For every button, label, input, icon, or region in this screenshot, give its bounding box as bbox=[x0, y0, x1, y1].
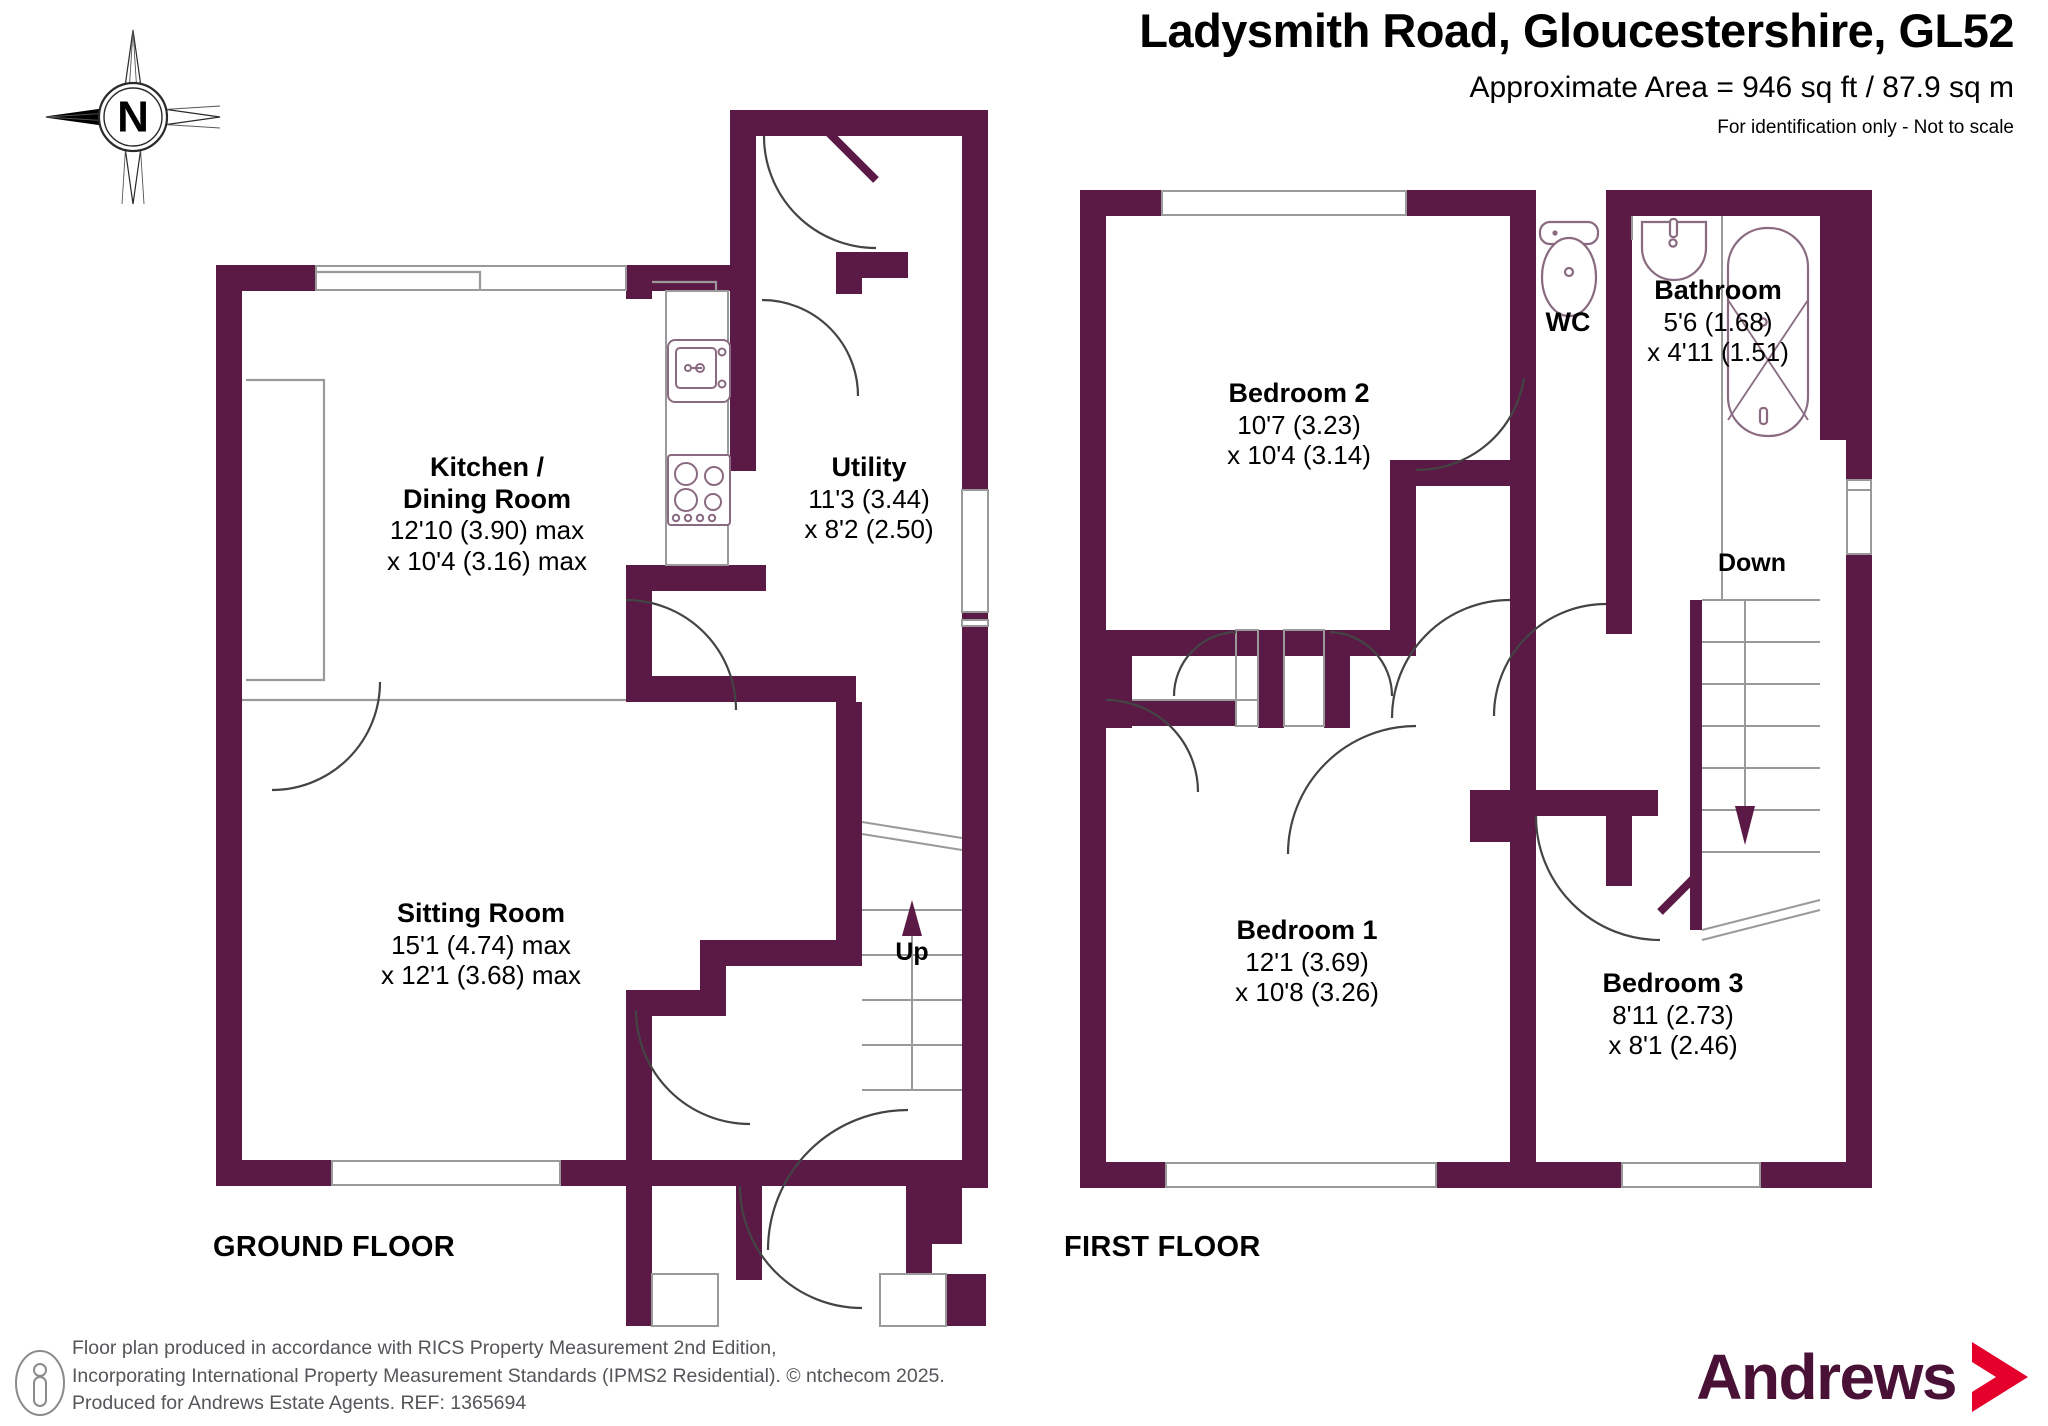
stairs-up-arrow bbox=[902, 900, 922, 936]
first-floor-windows bbox=[1161, 190, 1872, 1188]
ground-floor-walls bbox=[216, 110, 988, 1326]
ground-floor-door-arcs bbox=[271, 118, 909, 1310]
first-floor-caption: FIRST FLOOR bbox=[1064, 1231, 1261, 1263]
kitchen-name-line2: Dining Room bbox=[403, 483, 571, 514]
utility-dim-line1: 11'3 (3.44) bbox=[808, 483, 930, 514]
page-title: Ladysmith Road, Gloucestershire, GL52 bbox=[1139, 4, 2014, 57]
door-arc-kitchen bbox=[625, 598, 738, 711]
room-label-bedroom-2: Bedroom 2 10'7 (3.23) x 10'4 (3.14) bbox=[1227, 378, 1371, 470]
oven-icon bbox=[667, 339, 731, 403]
kitchen-dim-line1: 12'10 (3.90) max bbox=[389, 515, 585, 546]
footer-disclaimer: Floor plan produced in accordance with R… bbox=[72, 1335, 945, 1418]
header: Ladysmith Road, Gloucestershire, GL52 Ap… bbox=[1004, 0, 2014, 139]
door-arc-bedroom2 bbox=[1415, 377, 1526, 472]
footer-line-2: Incorporating International Property Mea… bbox=[72, 1364, 945, 1387]
bedroom2-name: Bedroom 2 bbox=[1228, 378, 1370, 408]
window-bedroom3-south bbox=[1621, 1162, 1761, 1188]
bedroom3-dim-line2: x 8'1 (2.46) bbox=[1608, 1029, 1738, 1060]
room-label-sitting-room: Sitting Room 15'1 (4.74) max x 12'1 (3.6… bbox=[381, 898, 581, 990]
compass-rose-icon: N bbox=[45, 29, 221, 205]
hob-icon bbox=[667, 454, 731, 526]
staircase-down bbox=[1690, 599, 1821, 941]
sitting-room-dim-line2: x 12'1 (3.68) max bbox=[380, 959, 582, 990]
andrews-logo-text: Andrews bbox=[1696, 1341, 1957, 1413]
room-label-bedroom-3: Bedroom 3 8'11 (2.73) x 8'1 (2.46) bbox=[1602, 968, 1743, 1060]
footer-line-3: Produced for Andrews Estate Agents. REF:… bbox=[72, 1392, 527, 1415]
room-label-bathroom: Bathroom 5'6 (1.68) x 4'11 (1.51) bbox=[1647, 275, 1789, 367]
door-arc-porch-inner bbox=[766, 1108, 909, 1251]
wc-name: WC bbox=[1545, 307, 1591, 337]
utility-name: Utility bbox=[831, 452, 907, 482]
window-utility-east bbox=[961, 489, 989, 613]
stairs-down-label: Down bbox=[1717, 549, 1787, 577]
ground-floor-plan bbox=[216, 110, 989, 1327]
window-landing-east bbox=[1846, 489, 1872, 555]
bedroom3-name: Bedroom 3 bbox=[1602, 968, 1744, 998]
door-arc-front bbox=[738, 1185, 863, 1310]
bedroom2-dim-line1: 10'7 (3.23) bbox=[1237, 409, 1361, 440]
landing-cupboard bbox=[1132, 629, 1325, 727]
ground-floor-windows bbox=[315, 265, 989, 1327]
door-arc-cupboard-left bbox=[1172, 630, 1237, 697]
door-arc-landing-left bbox=[1105, 698, 1200, 793]
toilet-icon bbox=[1538, 220, 1600, 318]
bedroom3-dim-line1: 8'11 (2.73) bbox=[1612, 999, 1734, 1030]
first-floor-walls bbox=[1080, 190, 1872, 1188]
compass-rose: N bbox=[38, 22, 228, 212]
stairs-down-arrow bbox=[1735, 806, 1755, 845]
door-arc-bedroom1 bbox=[1286, 724, 1417, 855]
sitting-room-dim-line1: 15'1 (4.74) max bbox=[391, 929, 571, 960]
door-arc-sitting-left bbox=[271, 681, 382, 792]
bedroom1-name: Bedroom 1 bbox=[1236, 915, 1378, 945]
bathroom-dim-line1: 5'6 (1.68) bbox=[1663, 306, 1773, 337]
bathroom-dim-line2: x 4'11 (1.51) bbox=[1647, 336, 1789, 367]
staircase-up bbox=[861, 820, 963, 1091]
stairs-up-label: Up bbox=[895, 938, 929, 966]
utility-dim-line2: x 8'2 (2.50) bbox=[804, 513, 934, 544]
info-person-icon bbox=[15, 1350, 65, 1416]
window-porch-left bbox=[651, 1273, 719, 1327]
window-kitchen-north bbox=[315, 265, 627, 291]
bedroom2-dim-line2: x 10'4 (3.14) bbox=[1227, 439, 1371, 470]
kitchen-dim-line2: x 10'4 (3.16) max bbox=[386, 545, 588, 576]
compass-north-label: N bbox=[117, 93, 149, 142]
door-arc-sitting-bottom bbox=[634, 1009, 751, 1126]
window-sitting-south bbox=[331, 1160, 561, 1186]
door-arc-wc bbox=[1390, 598, 1511, 719]
door-arc-cupboard-right bbox=[1329, 630, 1394, 697]
sink-icon bbox=[1640, 217, 1708, 282]
door-arc-utility-top bbox=[762, 135, 877, 250]
bathtub-icon bbox=[1726, 226, 1810, 438]
bedroom1-dim-line1: 12'1 (3.69) bbox=[1245, 946, 1369, 977]
approximate-area: Approximate Area = 946 sq ft / 87.9 sq m bbox=[1469, 70, 2014, 104]
window-bedroom1-south bbox=[1165, 1162, 1437, 1188]
window-porch-right bbox=[879, 1273, 947, 1327]
room-label-kitchen-dining: Kitchen / Dining Room 12'10 (3.90) max x… bbox=[387, 452, 587, 576]
andrews-logo: Andrews bbox=[1696, 1338, 2032, 1416]
bedroom1-dim-line2: x 10'8 (3.26) bbox=[1235, 976, 1379, 1007]
room-label-bedroom-1: Bedroom 1 12'1 (3.69) x 10'8 (3.26) bbox=[1235, 915, 1379, 1007]
kitchen-name-line1: Kitchen / bbox=[429, 452, 544, 482]
chevron-right-icon bbox=[1972, 1342, 2028, 1412]
footer-line-1: Floor plan produced in accordance with R… bbox=[72, 1336, 777, 1359]
sitting-room-name: Sitting Room bbox=[397, 898, 565, 928]
first-floor-plan bbox=[1080, 190, 1872, 1188]
room-label-utility: Utility 11'3 (3.44) x 8'2 (2.50) bbox=[804, 452, 933, 544]
bathroom-name: Bathroom bbox=[1654, 275, 1782, 305]
room-label-wc: WC bbox=[1546, 307, 1591, 339]
window-bedroom2-north bbox=[1161, 190, 1407, 216]
door-arc-bedroom3 bbox=[1534, 815, 1661, 942]
ground-floor-caption: GROUND FLOOR bbox=[213, 1231, 456, 1263]
scale-disclaimer: For identification only - Not to scale bbox=[1717, 116, 2014, 138]
door-arc-bathroom bbox=[1492, 602, 1607, 717]
door-arc-utility-hall bbox=[761, 298, 860, 397]
